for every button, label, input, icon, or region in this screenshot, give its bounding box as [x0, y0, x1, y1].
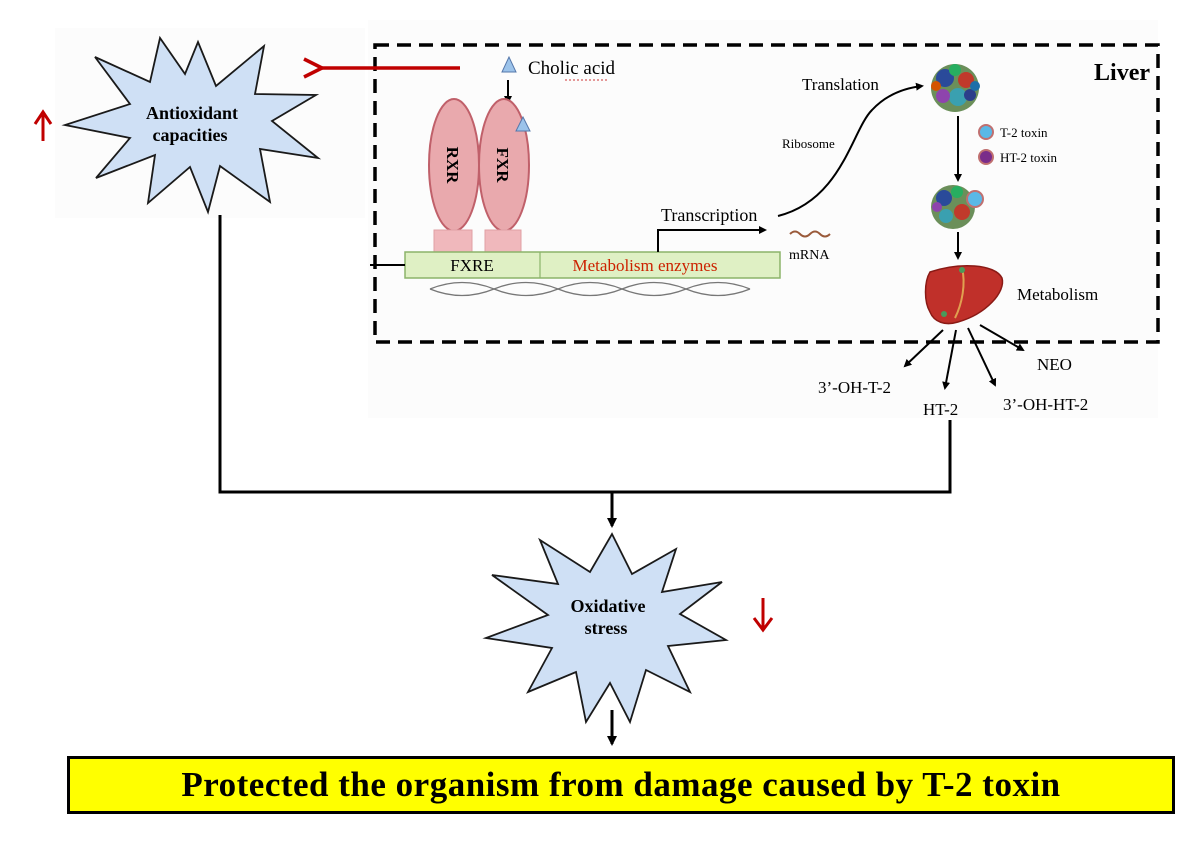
dna-helix — [429, 281, 751, 297]
arrow-to-ht2 — [942, 329, 957, 390]
metabolite-neo: NEO — [1037, 355, 1072, 374]
liver-label: Liver — [1094, 60, 1150, 86]
fxr-receptor: FXR — [478, 98, 530, 232]
t2-toxin-swatch — [978, 124, 994, 140]
metabolite-ht2: HT-2 — [923, 400, 958, 419]
antioxidant-star: Antioxidant capacities — [61, 35, 322, 215]
liver-icon — [924, 265, 1004, 325]
arrow-to-3oh-ht2 — [967, 327, 997, 387]
triangle-icon — [501, 55, 517, 73]
oxidative-stress-star: Oxidative stress — [482, 532, 729, 725]
antioxidant-line1: Antioxidant — [146, 103, 238, 123]
protein-cluster-icon — [931, 64, 980, 112]
conclusion-banner: Protected the organism from damage cause… — [67, 756, 1175, 814]
oxidative-line2: stress — [585, 618, 628, 638]
legend-ht2-label: HT-2 toxin — [1000, 150, 1057, 165]
oxidative-line1: Oxidative — [571, 596, 646, 616]
down-arrow-icon — [752, 598, 774, 633]
antioxidant-line2: capacities — [153, 125, 228, 145]
connector-left — [218, 215, 952, 494]
protein-cluster-bound-icon — [931, 185, 984, 229]
bound-ligand-icon — [515, 115, 531, 132]
ht2-toxin-swatch — [978, 149, 994, 165]
mrna-icon — [789, 230, 831, 238]
rxr-receptor: RXR — [428, 98, 480, 232]
up-arrow-icon — [33, 109, 53, 141]
transcription-arrow — [657, 226, 767, 252]
fxr-label: FXR — [493, 148, 512, 184]
legend: T-2 toxin HT-2 toxin — [978, 124, 1057, 165]
legend-t2-label: T-2 toxin — [1000, 125, 1048, 140]
metabolite-3oh-ht2: 3’-OH-HT-2 — [1003, 395, 1088, 414]
fxr-stem — [484, 229, 522, 253]
ribosome-label: Ribosome — [782, 136, 835, 151]
translation-label: Translation — [802, 75, 879, 94]
fxre-label: FXRE — [450, 256, 493, 275]
metabolite-3oh-t2: 3’-OH-T-2 — [818, 378, 891, 397]
metabolism-enzymes-label: Metabolism enzymes — [573, 256, 718, 275]
liver-region — [373, 43, 1160, 344]
translation-arrow — [777, 82, 924, 217]
cholic-acid-label: Cholic acid — [528, 58, 616, 79]
rxr-label: RXR — [443, 147, 462, 185]
mrna-label: mRNA — [789, 248, 830, 263]
rxr-stem — [433, 229, 473, 253]
transcription-label: Transcription — [661, 205, 757, 225]
arrow-to-3oh-t2 — [903, 329, 944, 368]
metabolism-label: Metabolism — [1017, 285, 1098, 304]
arrow-to-neo — [979, 324, 1025, 352]
